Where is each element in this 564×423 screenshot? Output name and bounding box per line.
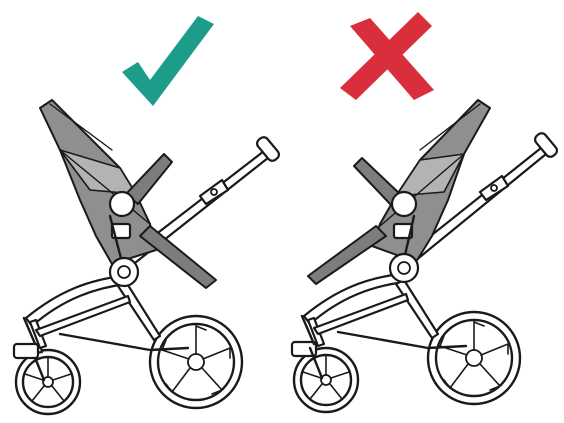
rear-wheel <box>148 314 244 410</box>
incorrect-panel <box>290 12 559 414</box>
stroller-correct <box>12 99 281 416</box>
cross-mark-icon <box>340 12 434 100</box>
correct-panel <box>12 16 281 416</box>
stroller-incorrect <box>290 99 559 414</box>
check-mark-icon <box>122 16 214 106</box>
rear-wheel <box>426 310 522 406</box>
bumper-bar <box>125 153 173 205</box>
leg-rest <box>307 225 387 285</box>
leg-rest <box>139 225 217 289</box>
front-fork <box>290 340 318 358</box>
front-wheel <box>14 348 82 416</box>
front-wheel <box>292 346 360 414</box>
